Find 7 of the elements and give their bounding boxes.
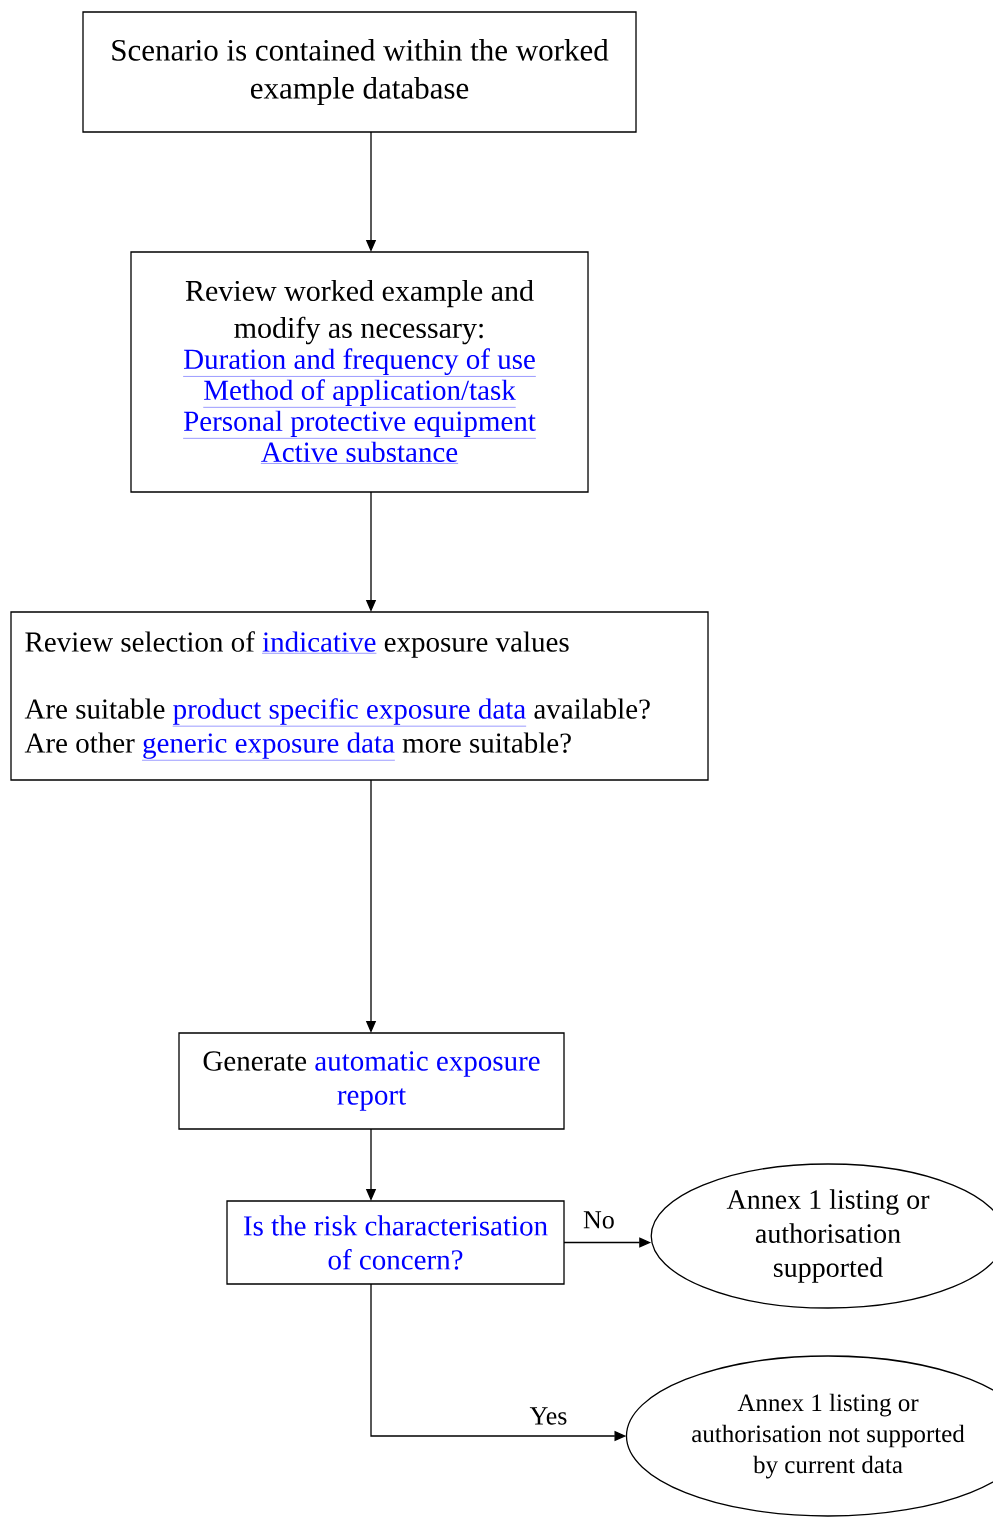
process-box: Generate automatic exposure report [178,1032,565,1130]
process-box: Review worked example and modify as necessary: Duration and frequency of use Method of application/task Personal protective equipment Active substance [130,251,589,493]
edge-label: No [582,1210,616,1230]
process-box: Scenario is contained within the worked example database [82,11,637,133]
process-box: Review selection of indicative exposure values Are suitable product specific exposure data available? Are other generic exposure data more suitable? [10,611,709,781]
decision-box: Is the risk characterisation of concern? [226,1200,565,1285]
edge-label: Yes [528,1406,569,1426]
